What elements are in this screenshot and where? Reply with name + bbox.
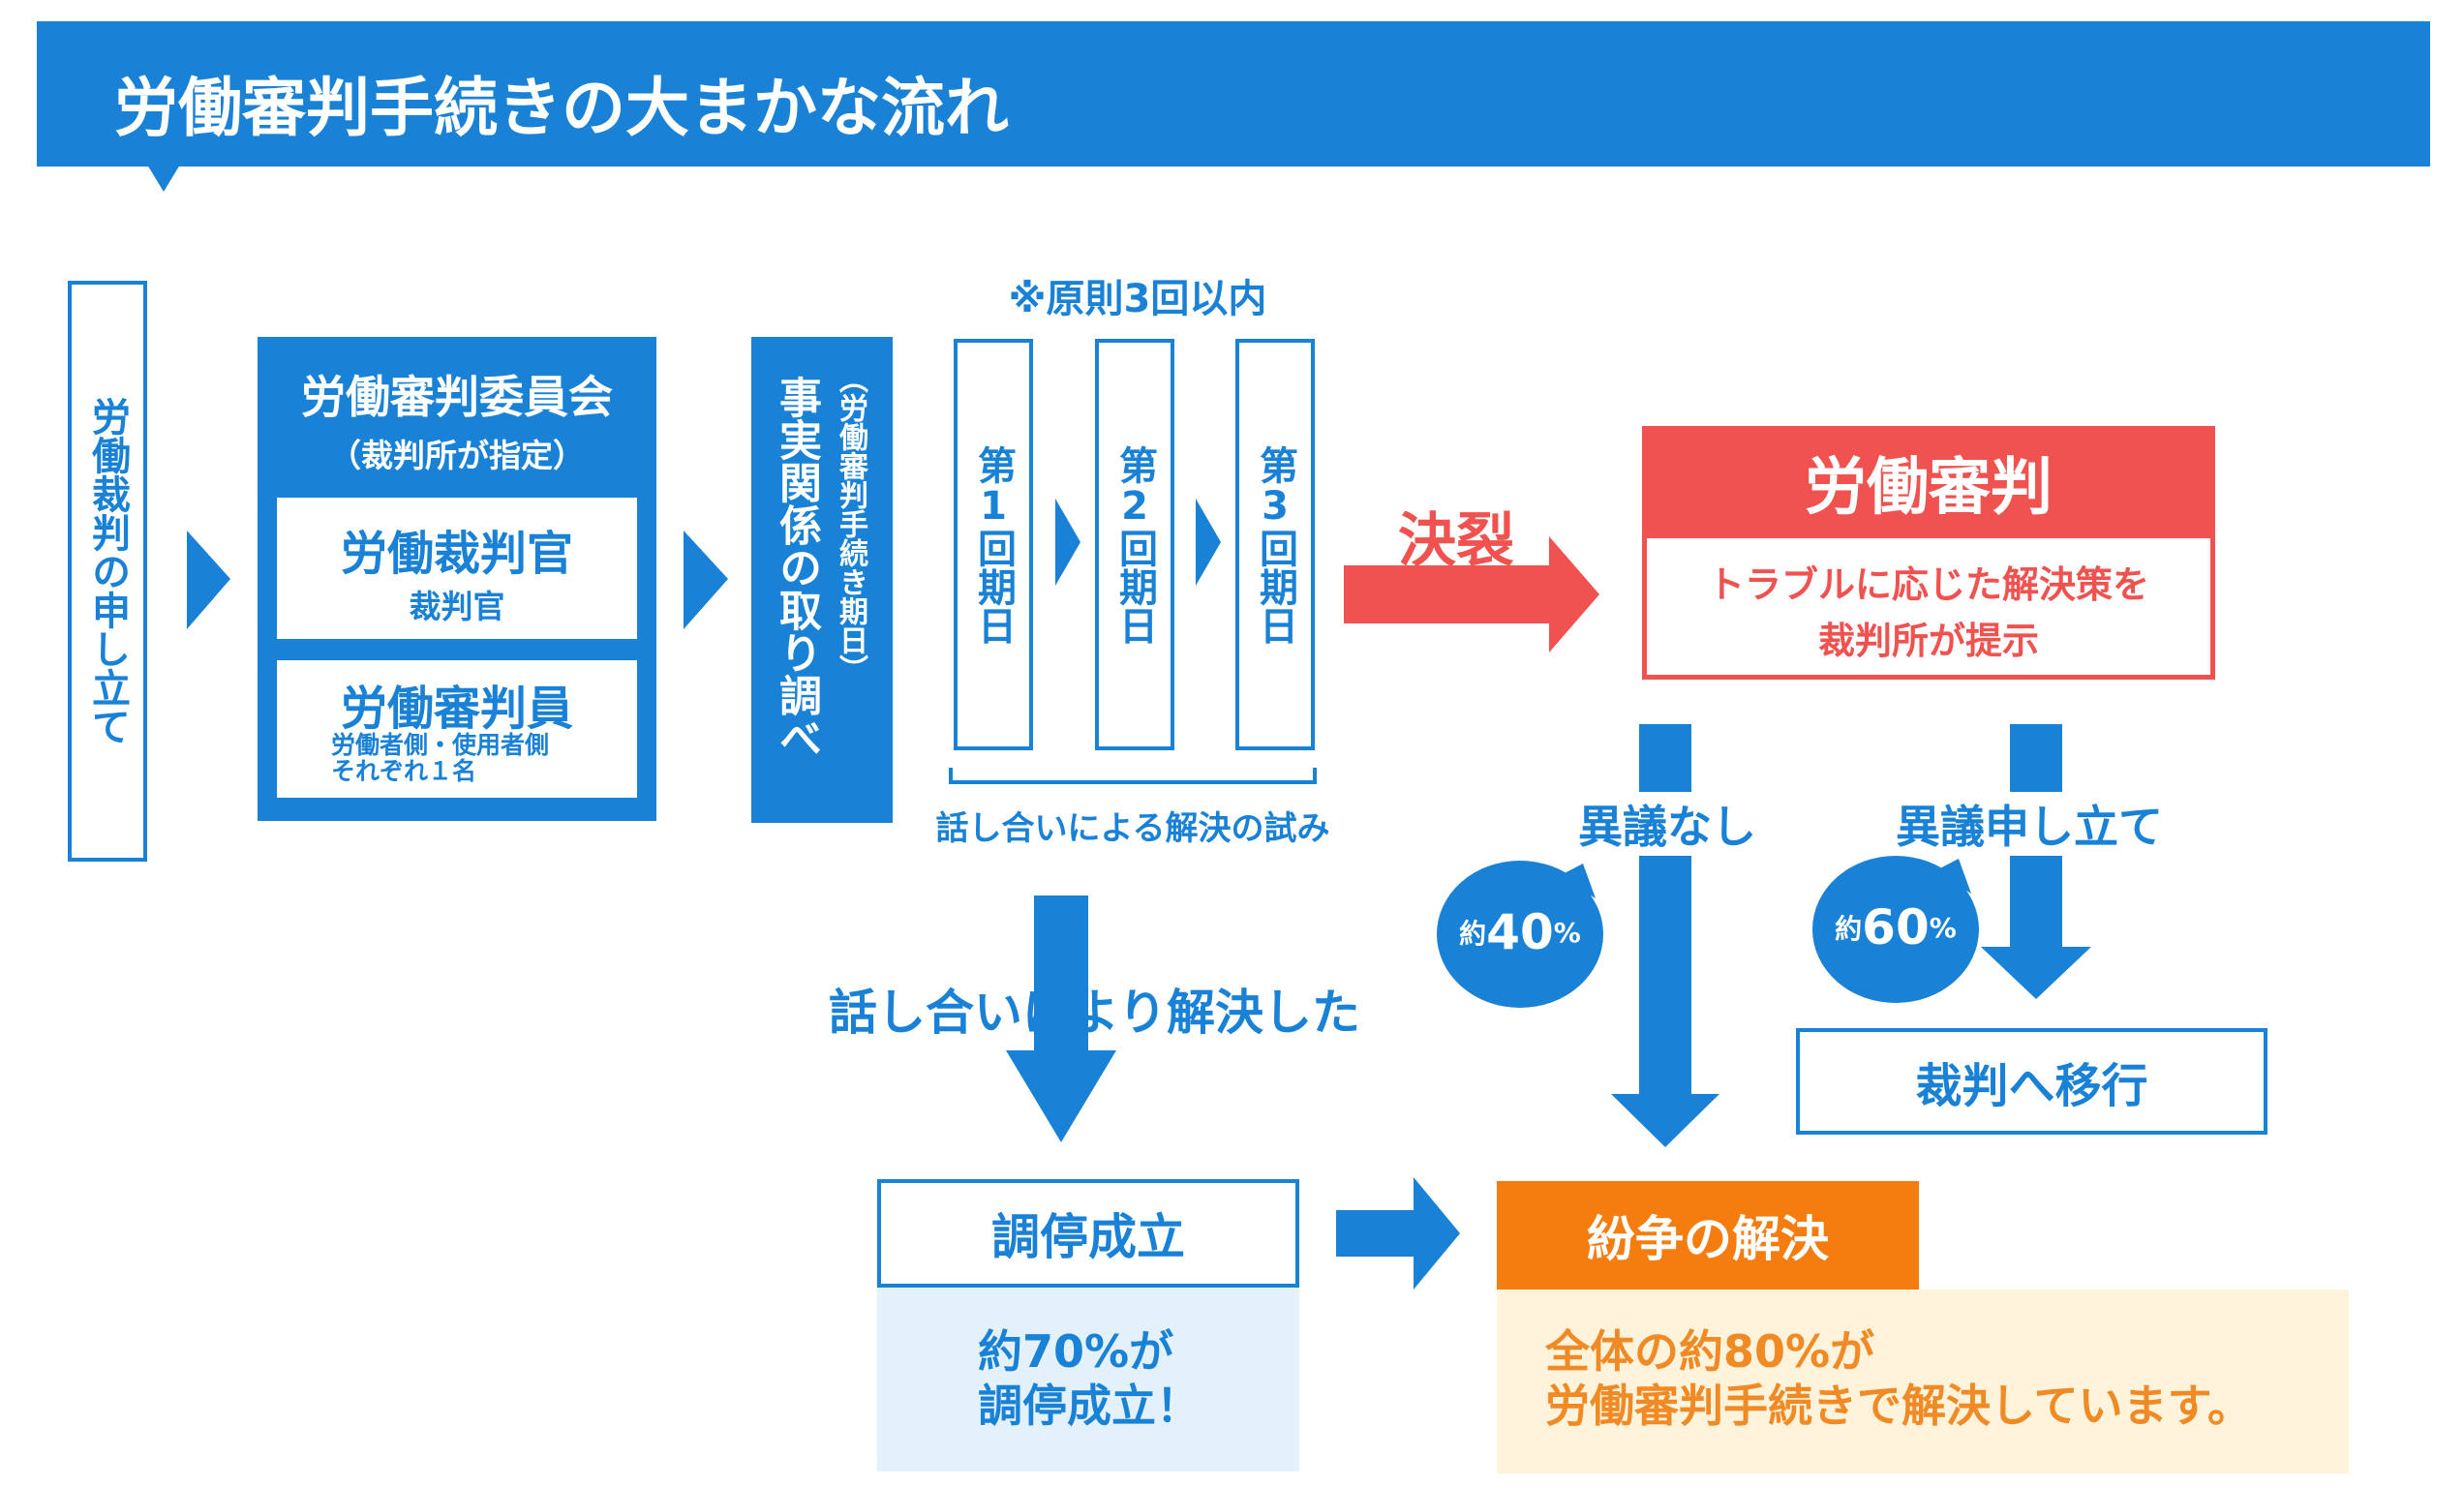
rate-40-unit: % — [1553, 916, 1581, 949]
judge-box: 労働裁判官 裁判官 — [277, 498, 637, 639]
rate-60-unit: % — [1929, 911, 1957, 944]
arrow-talk-down — [1006, 895, 1116, 1142]
to-trial-label: 裁判へ移行 — [1915, 1059, 2148, 1113]
judgment-box: 労働審判 トラブルに応じた解決策を 裁判所が提示 — [1642, 426, 2215, 680]
session-1-box: 第1回期日 — [954, 339, 1033, 750]
chevron-1 — [187, 531, 230, 629]
committee-title: 労働審判委員会 — [301, 371, 613, 423]
committee-subtitle: （裁判所が指定） — [329, 437, 585, 474]
member-box: 労働審判員 労働者側・使用者側 それぞれ１名 — [277, 660, 637, 798]
rate-60-prefix: 約 — [1835, 913, 1863, 945]
session-3-box: 第3回期日 — [1235, 339, 1315, 750]
investigation-main: 事実関係の取り調べ — [772, 376, 821, 759]
rate-60-text: 約 60 % — [1818, 895, 1973, 959]
session-2-box: 第2回期日 — [1095, 339, 1174, 750]
committee-box: 労働審判委員会 （裁判所が指定） 労働裁判官 裁判官 労働審判員 労働者側・使用… — [258, 337, 656, 821]
sessions-caption: 話し合いによる解決の試み — [935, 809, 1330, 848]
mediation-box: 調停成立 — [877, 1179, 1299, 1288]
resolution-title: 紛争の解決 — [1587, 1211, 1829, 1267]
member-subtitle: 労働者側・使用者側 それぞれ１名 — [331, 731, 550, 785]
chevron-4 — [1196, 499, 1221, 586]
session-3-label: 第3回期日 — [1253, 444, 1297, 645]
mediation-note-box: 約70%が 調停成立！ — [877, 1288, 1299, 1472]
page-title: 労働審判手続きの大まかな流れ — [114, 71, 1009, 145]
session-2-label: 第2回期日 — [1112, 444, 1157, 645]
investigation-box: （労働審判手続き期日） 事実関係の取り調べ — [751, 337, 893, 823]
session-1-label: 第1回期日 — [971, 444, 1016, 645]
resolution-note: 全体の約80%が 労働審判手続きで解決しています。 — [1545, 1325, 2253, 1432]
rate-40-value: 40 — [1486, 904, 1554, 960]
mediation-note: 約70%が 調停成立！ — [978, 1325, 1201, 1432]
judge-subtitle: 裁判官 — [409, 588, 505, 625]
investigation-sub: （労働審判手続き期日） — [834, 364, 867, 683]
apply-box: 労働裁判の申し立て — [68, 281, 147, 862]
judge-title: 労働裁判官 — [340, 527, 573, 581]
rate-40-text: 約 40 % — [1443, 900, 1597, 964]
to-trial-box: 裁判へ移行 — [1796, 1028, 2267, 1135]
no-objection-label: 異議なし — [1578, 792, 1756, 856]
judgment-title: 労働審判 — [1805, 452, 2053, 524]
breakdown-arrow — [1344, 536, 1599, 652]
bubble-60 — [1812, 856, 1979, 1003]
rate-60-value: 60 — [1862, 899, 1930, 956]
breakdown-label: 決裂 — [1398, 507, 1514, 575]
bubble-40 — [1437, 861, 1603, 1008]
resolution-note-box: 全体の約80%が 労働審判手続きで解決しています。 — [1497, 1290, 2349, 1473]
mediation-title: 調停成立 — [991, 1209, 1185, 1265]
judgment-desc: トラブルに応じた解決策を 裁判所が提示 — [1707, 563, 2149, 662]
arrow-no-objection-down — [1611, 724, 1719, 1147]
arrow-to-resolution — [1336, 1177, 1460, 1290]
banner-pointer — [147, 165, 180, 192]
apply-label: 労働裁判の申し立て — [85, 397, 130, 745]
judgment-header: 労働審判 — [1642, 426, 2215, 538]
arrow-objection-down — [1981, 724, 2091, 999]
member-title: 労働審判員 — [340, 682, 573, 736]
header-banner: 労働審判手続きの大まかな流れ — [37, 21, 2430, 167]
chevron-2 — [684, 531, 728, 629]
sessions-note: ※原則3回以内 — [1008, 277, 1267, 321]
sessions-bracket — [949, 768, 1317, 784]
talk-label: 話し合いにより解決した — [829, 985, 1360, 1041]
chevron-3 — [1055, 499, 1080, 586]
rate-40-prefix: 約 — [1459, 918, 1487, 950]
resolution-box: 紛争の解決 — [1497, 1181, 1919, 1290]
objection-label: 異議申し立て — [1896, 792, 2163, 856]
